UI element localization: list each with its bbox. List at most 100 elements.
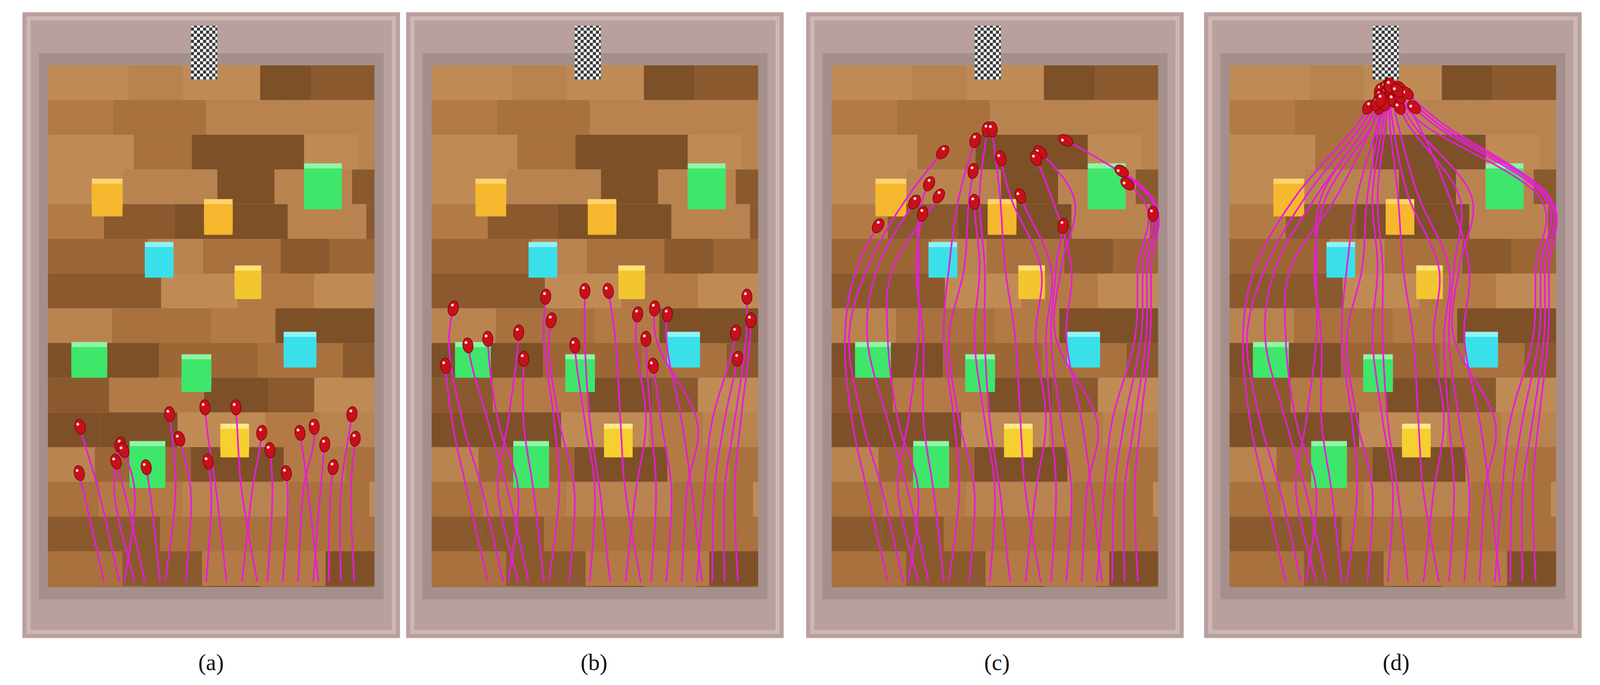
floor-plank bbox=[265, 412, 320, 447]
robot-body bbox=[349, 430, 362, 447]
robot bbox=[994, 149, 1007, 168]
floor-plank bbox=[431, 273, 545, 309]
floor-plank bbox=[1094, 585, 1155, 587]
floor-plank bbox=[1129, 446, 1159, 482]
robot-highlight bbox=[1116, 168, 1121, 173]
robot-body bbox=[439, 357, 452, 374]
floor-plank bbox=[345, 446, 375, 482]
robot-highlight bbox=[484, 334, 488, 338]
wall-texture bbox=[28, 18, 394, 632]
robot-trajectory bbox=[328, 466, 334, 582]
floor-plank bbox=[260, 585, 312, 587]
robot-highlight bbox=[232, 402, 236, 406]
robot-trajectory bbox=[1050, 225, 1072, 582]
robot-highlight bbox=[75, 468, 79, 472]
floor-plank bbox=[507, 169, 602, 205]
floor-plank bbox=[1552, 585, 1557, 587]
floor-plank bbox=[528, 585, 594, 587]
floor-plank bbox=[97, 516, 160, 551]
floor-plank bbox=[47, 134, 134, 170]
robot-body bbox=[921, 174, 938, 193]
robot-highlight bbox=[1060, 221, 1064, 225]
floor-plank bbox=[644, 65, 696, 101]
robot-highlight bbox=[920, 208, 924, 212]
robot-highlight bbox=[1016, 191, 1020, 196]
robot-body bbox=[308, 418, 320, 435]
floor-plank bbox=[283, 446, 346, 482]
floor-plank bbox=[601, 169, 659, 205]
robot-highlight bbox=[1395, 103, 1399, 107]
robot-highlight bbox=[542, 291, 547, 296]
robot-trajectory bbox=[79, 473, 105, 583]
floor-plank bbox=[342, 342, 375, 378]
obstacle-cube bbox=[1401, 428, 1431, 458]
robot-trajectory bbox=[206, 461, 212, 582]
floor-plank bbox=[123, 169, 218, 205]
floor-plank bbox=[128, 65, 183, 101]
robot-body bbox=[640, 330, 652, 347]
floor-plank bbox=[191, 134, 305, 170]
floor-plank bbox=[1109, 550, 1159, 586]
robot-trajectory bbox=[1247, 90, 1380, 582]
robot-body bbox=[729, 324, 742, 341]
robot-body bbox=[163, 405, 176, 423]
robot-trajectory bbox=[313, 444, 325, 582]
floor-plank bbox=[314, 273, 375, 309]
floor-plank bbox=[325, 550, 375, 586]
robot-body bbox=[741, 288, 753, 305]
floor-plank bbox=[431, 585, 529, 587]
robot-trajectory bbox=[608, 290, 641, 582]
trajectories bbox=[79, 407, 356, 582]
robot-highlight bbox=[204, 456, 208, 461]
robot-trajectory bbox=[467, 345, 529, 582]
goal-marker bbox=[1372, 25, 1399, 80]
robot bbox=[345, 405, 359, 423]
goal-marker bbox=[974, 25, 1002, 80]
robot-highlight bbox=[734, 353, 739, 358]
robot-highlight bbox=[117, 439, 121, 443]
trajectories bbox=[1242, 85, 1558, 582]
robot-body bbox=[930, 186, 948, 205]
floor-plank bbox=[1279, 516, 1342, 551]
floor-plank bbox=[133, 134, 192, 170]
robot bbox=[986, 121, 998, 138]
robot-trajectory bbox=[1065, 140, 1157, 583]
robot-highlight bbox=[912, 196, 917, 201]
arena-wall bbox=[406, 12, 785, 638]
obstacle-cube bbox=[1311, 445, 1347, 488]
robot-highlight bbox=[651, 303, 655, 307]
robot-highlight bbox=[927, 178, 932, 182]
robot-body bbox=[73, 417, 87, 435]
robot-highlight bbox=[1389, 95, 1393, 99]
floor-plank bbox=[1141, 134, 1158, 170]
robot-trajectory bbox=[867, 201, 929, 582]
floor-plank bbox=[912, 65, 967, 101]
robot-highlight bbox=[1378, 94, 1382, 98]
floor-plank bbox=[47, 377, 109, 413]
wall-texture bbox=[812, 18, 1178, 632]
floor-plank bbox=[735, 169, 759, 205]
robot-body bbox=[906, 192, 923, 212]
robot bbox=[731, 349, 744, 368]
robot-trajectory bbox=[897, 183, 930, 582]
panel-label: (d) bbox=[1382, 648, 1410, 676]
robot-highlight bbox=[352, 433, 356, 437]
robot bbox=[293, 424, 307, 442]
floor-plank bbox=[831, 550, 907, 586]
robot-highlight bbox=[971, 197, 975, 201]
robot bbox=[72, 464, 86, 482]
robot-body bbox=[1056, 217, 1070, 234]
floor-plank bbox=[694, 65, 759, 101]
floor-plank bbox=[1009, 203, 1072, 239]
floor-plank bbox=[1229, 412, 1282, 447]
robot-body bbox=[933, 142, 952, 161]
robot-trajectory bbox=[1295, 96, 1380, 583]
robot-body bbox=[966, 162, 980, 180]
robot-highlight bbox=[450, 303, 455, 307]
floor-plank bbox=[698, 273, 759, 309]
robot bbox=[172, 429, 187, 447]
robot bbox=[318, 435, 331, 453]
robot-trajectory bbox=[1040, 151, 1099, 582]
robot-trajectory bbox=[625, 314, 647, 582]
floor-plank bbox=[496, 307, 595, 343]
